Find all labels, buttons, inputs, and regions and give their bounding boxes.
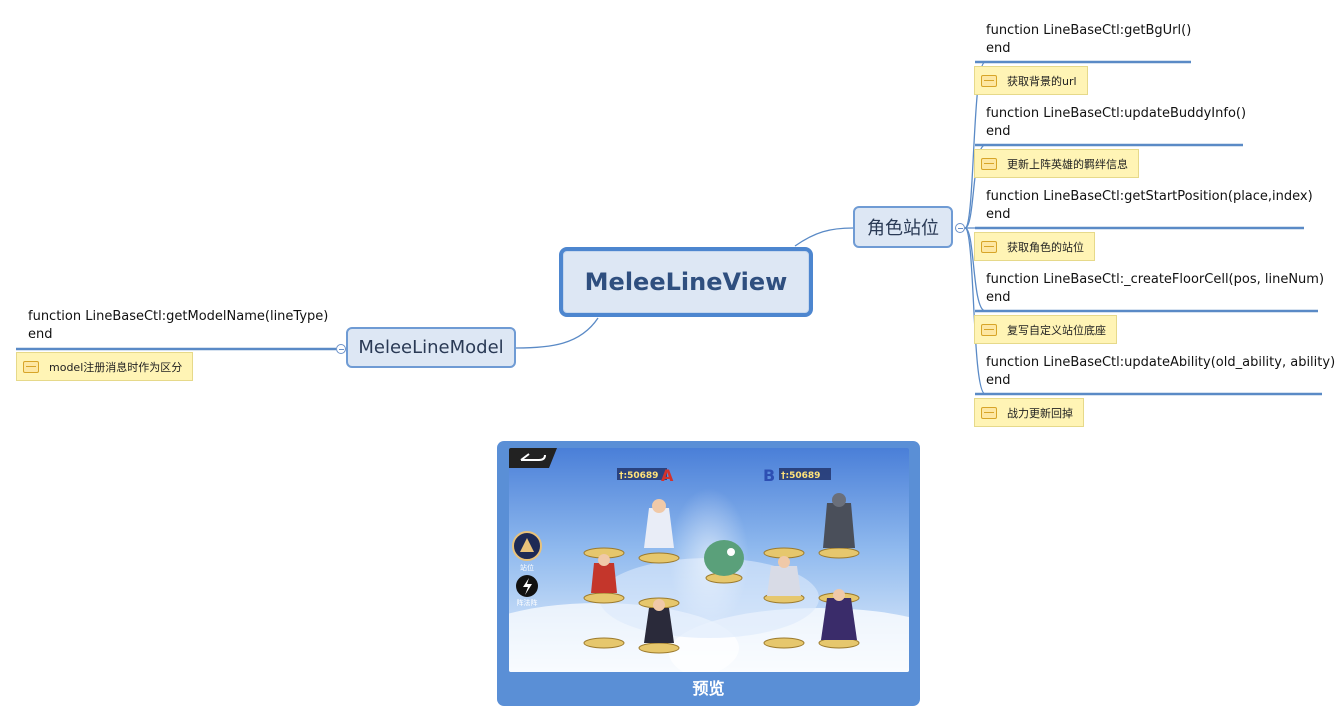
code-snippet: function LineBaseCtl:updateBuddyInfo() e… bbox=[986, 106, 1247, 139]
team-b-power: †:50689 bbox=[781, 471, 820, 481]
code-snippet: function LineBaseCtl:_createFloorCell(po… bbox=[986, 272, 1325, 305]
note-text: 更新上阵英雄的羁绊信息 bbox=[1007, 157, 1128, 171]
note-callout[interactable]: 获取背景的url bbox=[974, 66, 1088, 95]
code-snippet: function LineBaseCtl:getStartPosition(pl… bbox=[986, 189, 1313, 222]
note-callout[interactable]: model注册消息时作为区分 bbox=[16, 352, 194, 381]
note-icon bbox=[981, 406, 997, 419]
note-callout[interactable]: 复写自定义站位底座 bbox=[974, 315, 1117, 344]
branch-topic-character-position[interactable]: 角色站位 bbox=[853, 206, 953, 248]
central-topic-label: MeleeLineView bbox=[584, 268, 788, 296]
collapse-toggle-right[interactable] bbox=[955, 223, 965, 233]
branch-topic-melee-line-model[interactable]: MeleeLineModel bbox=[346, 327, 516, 368]
connector-central-left bbox=[515, 317, 599, 349]
branch-topic-label: 角色站位 bbox=[867, 218, 939, 239]
note-callout[interactable]: 获取角色的站位 bbox=[974, 232, 1095, 261]
preview-card[interactable]: †:50689 A B †:50689 站位 阵法阵 bbox=[497, 441, 920, 706]
connector-central-right bbox=[794, 227, 854, 247]
note-text: 战力更新回掉 bbox=[1007, 406, 1073, 420]
collapse-toggle-left[interactable] bbox=[336, 344, 346, 354]
note-text: 复写自定义站位底座 bbox=[1007, 323, 1106, 337]
note-text: 获取背景的url bbox=[1007, 74, 1077, 88]
note-callout[interactable]: 战力更新回掉 bbox=[974, 398, 1084, 427]
side-button-label: 阵法阵 bbox=[517, 598, 538, 607]
note-icon bbox=[981, 240, 997, 253]
note-icon bbox=[981, 323, 997, 336]
note-text: model注册消息时作为区分 bbox=[49, 360, 183, 374]
branch-topic-label: MeleeLineModel bbox=[358, 337, 504, 358]
code-snippet: function LineBaseCtl:getBgUrl() end bbox=[986, 23, 1192, 56]
team-b-letter: B bbox=[763, 466, 775, 485]
code-snippet: function LineBaseCtl:updateAbility(old_a… bbox=[986, 355, 1336, 388]
game-screenshot: †:50689 A B †:50689 站位 阵法阵 bbox=[509, 448, 909, 672]
note-callout[interactable]: 更新上阵英雄的羁绊信息 bbox=[974, 149, 1139, 178]
side-button-label: 站位 bbox=[520, 563, 534, 572]
note-icon bbox=[981, 74, 997, 87]
note-icon bbox=[23, 360, 39, 373]
note-icon bbox=[981, 157, 997, 170]
team-a-power: †:50689 bbox=[619, 471, 658, 481]
note-text: 获取角色的站位 bbox=[1007, 240, 1084, 254]
preview-caption: 预览 bbox=[692, 679, 725, 698]
team-a-letter: A bbox=[661, 466, 674, 485]
code-snippet: function LineBaseCtl:getModelName(lineTy… bbox=[28, 309, 329, 342]
central-topic[interactable]: MeleeLineView bbox=[559, 247, 813, 317]
game-scene: †:50689 A B †:50689 站位 阵法阵 bbox=[509, 448, 909, 672]
